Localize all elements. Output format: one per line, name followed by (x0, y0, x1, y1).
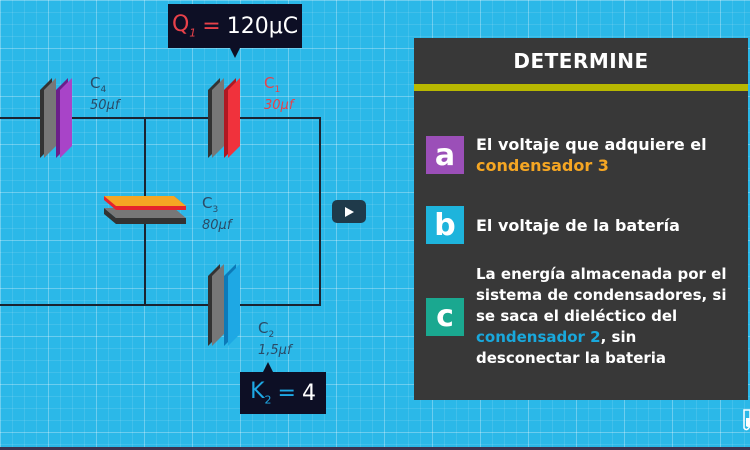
c2-label: C2 1,5μf (258, 319, 292, 358)
k2-equals: = (277, 380, 296, 406)
q1-symbol: Q1 (171, 12, 197, 40)
play-icon (345, 206, 354, 217)
q1-value: 120μC (226, 13, 299, 39)
c3-label: C3 80μf (202, 194, 232, 233)
q1-equals: = (202, 13, 221, 39)
question-b: b El voltaje de la batería (426, 206, 680, 244)
wire-bottom (0, 304, 320, 306)
question-c: c La energía almacenada por el sistema d… (426, 264, 744, 369)
c1-label: C1 30μf (264, 74, 294, 113)
university-logo-icon (743, 409, 750, 431)
wire-right-vertical (319, 117, 321, 306)
question-a: a El voltaje que adquiere el condensador… (426, 134, 707, 176)
question-a-text: El voltaje que adquiere el condensador 3 (476, 135, 707, 175)
q1-callout: Q1 = 120μC (168, 4, 302, 58)
badge-c: c (426, 297, 464, 336)
k2-callout: K2 = 4 (240, 362, 326, 414)
badge-a: a (426, 136, 464, 174)
panel-stripe (414, 84, 748, 91)
c4-label: C4 50μf (90, 74, 120, 113)
determine-panel: DETERMINE a El voltaje que adquiere el c… (414, 38, 748, 400)
panel-title: DETERMINE (513, 49, 649, 73)
k2-symbol: K2 (250, 379, 272, 407)
question-c-text: La energía almacenada por el sistema de … (476, 265, 727, 367)
k2-value: 4 (301, 380, 316, 406)
wire-top-left (0, 117, 320, 119)
badge-b: b (426, 206, 464, 244)
question-b-text: El voltaje de la batería (476, 215, 680, 235)
play-button[interactable] (332, 200, 366, 223)
bottom-bar (0, 447, 750, 450)
